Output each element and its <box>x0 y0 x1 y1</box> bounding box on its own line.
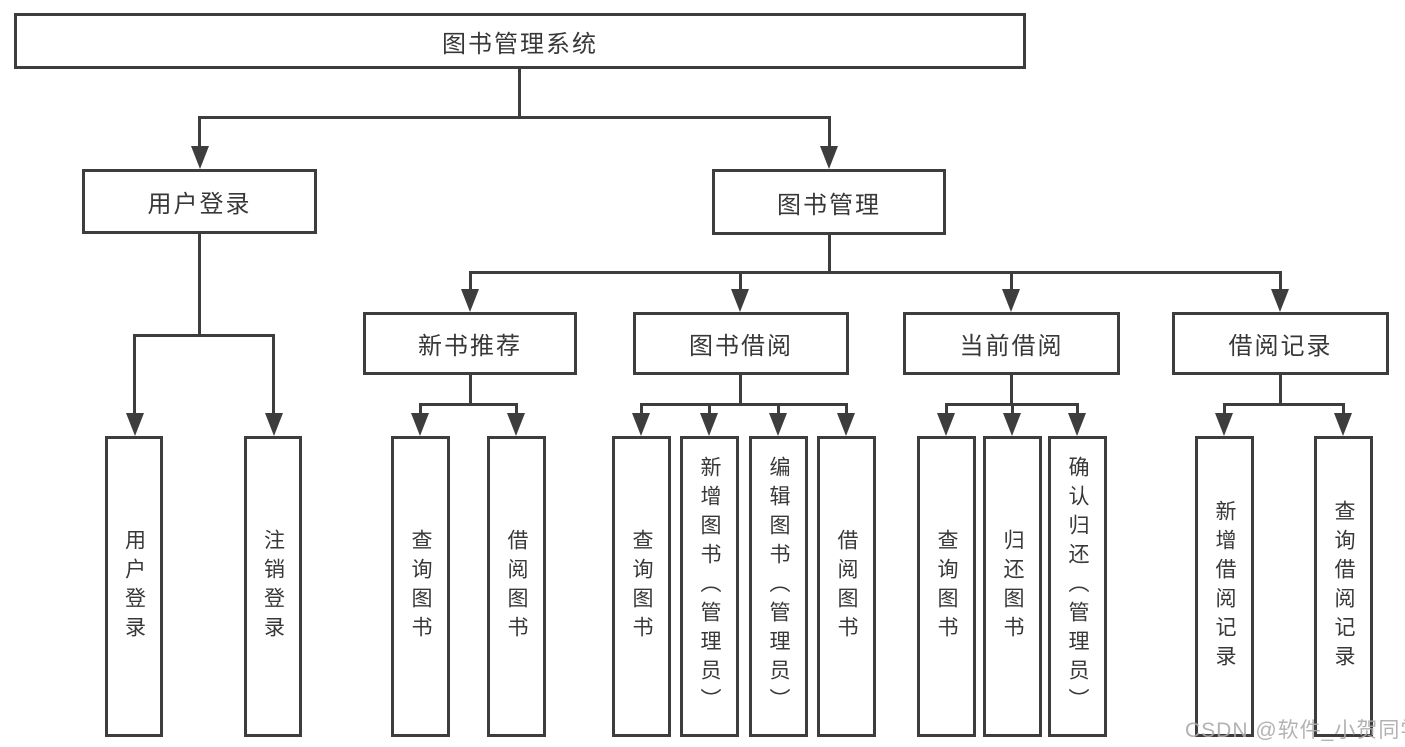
arrow-down-icon <box>700 413 718 436</box>
node-label: 查询图书 <box>409 528 432 645</box>
connector-line <box>1011 403 1014 417</box>
node-query-books: 查询图书 <box>612 436 671 737</box>
arrow-down-icon <box>820 146 838 169</box>
node-label: 新增图书（管理员） <box>698 456 721 717</box>
node-borrow-books: 借阅图书 <box>487 436 546 737</box>
connector-line <box>133 334 275 337</box>
node-label: 确认归还（管理员） <box>1066 456 1089 717</box>
node-label: 归还图书 <box>1001 528 1024 645</box>
connector-line <box>1279 375 1282 406</box>
node-user-login: 用户登录 <box>82 169 317 234</box>
node-library-management-system: 图书管理系统 <box>14 13 1026 69</box>
node-user-login-leaf: 用户登录 <box>105 436 163 737</box>
connector-line <box>1076 403 1079 417</box>
connector-line <box>845 403 848 417</box>
connector-line <box>198 234 201 336</box>
node-query-books: 查询图书 <box>391 436 450 737</box>
node-book-management: 图书管理 <box>712 169 946 235</box>
connector-line <box>515 403 518 417</box>
node-label: 用户登录 <box>122 528 146 645</box>
node-label: 查询借阅记录 <box>1332 499 1355 674</box>
node-label: 图书借阅 <box>689 333 793 360</box>
arrow-down-icon <box>1068 413 1086 436</box>
connector-line <box>133 334 136 418</box>
connector-line <box>272 334 275 418</box>
arrow-down-icon <box>1271 289 1289 312</box>
connector-line <box>518 69 521 118</box>
node-logout: 注销登录 <box>244 436 302 737</box>
node-edit-books-admin: 编辑图书（管理员） <box>749 436 808 737</box>
node-label: 新增借阅记录 <box>1213 499 1236 674</box>
node-label: 借阅图书 <box>835 528 858 645</box>
connector-line <box>1010 271 1013 295</box>
node-label: 查询图书 <box>935 528 958 645</box>
arrow-down-icon <box>1215 413 1233 436</box>
connector-line <box>469 271 472 295</box>
node-query-borrow-record: 查询借阅记录 <box>1314 436 1373 737</box>
node-book-borrowing: 图书借阅 <box>633 312 849 375</box>
node-borrowing-records: 借阅记录 <box>1172 312 1389 375</box>
connector-line <box>469 375 472 406</box>
connector-line <box>198 116 201 150</box>
connector-line <box>469 271 1282 274</box>
connector-line <box>1279 271 1282 295</box>
arrow-down-icon <box>731 289 749 312</box>
node-label: 新书推荐 <box>418 333 522 360</box>
node-current-borrowing: 当前借阅 <box>903 312 1120 375</box>
node-add-books-admin: 新增图书（管理员） <box>680 436 739 737</box>
arrow-down-icon <box>126 413 144 436</box>
node-query-books: 查询图书 <box>917 436 976 737</box>
connector-line <box>828 235 831 273</box>
connector-line <box>419 403 518 406</box>
arrow-down-icon <box>937 413 955 436</box>
arrow-down-icon <box>632 413 650 436</box>
node-label: 编辑图书（管理员） <box>767 456 790 717</box>
connector-line <box>739 271 742 295</box>
connector-line <box>777 403 780 417</box>
connector-line <box>1223 403 1345 406</box>
connector-line <box>945 403 948 417</box>
node-new-book-recommendation: 新书推荐 <box>363 312 577 375</box>
arrow-down-icon <box>1002 289 1020 312</box>
node-return-books: 归还图书 <box>983 436 1042 737</box>
connector-line <box>198 116 831 119</box>
node-label: 图书管理系统 <box>442 30 598 58</box>
connector-line <box>640 403 848 406</box>
node-label: 查询图书 <box>630 528 653 645</box>
connector-line <box>1342 403 1345 417</box>
arrow-down-icon <box>507 413 525 436</box>
node-label: 注销登录 <box>261 528 285 645</box>
arrow-down-icon <box>1003 413 1021 436</box>
arrow-down-icon <box>837 413 855 436</box>
connector-line <box>828 116 831 150</box>
arrow-down-icon <box>191 146 209 169</box>
node-borrow-books: 借阅图书 <box>817 436 876 737</box>
node-label: 借阅图书 <box>505 528 528 645</box>
connector-line <box>419 403 422 417</box>
arrow-down-icon <box>411 413 429 436</box>
connector-line <box>1223 403 1226 417</box>
connector-line <box>1010 375 1013 406</box>
node-label: 图书管理 <box>777 191 881 219</box>
csdn-watermark: CSDN @软件_小贺同学 <box>1185 719 1405 742</box>
arrow-down-icon <box>265 413 283 436</box>
node-confirm-return-admin: 确认归还（管理员） <box>1048 436 1107 737</box>
node-label: 借阅记录 <box>1228 333 1333 360</box>
connector-line <box>708 403 711 417</box>
node-label: 用户登录 <box>147 191 252 218</box>
node-add-borrow-record: 新增借阅记录 <box>1195 436 1254 737</box>
connector-line <box>739 375 742 406</box>
arrow-down-icon <box>1334 413 1352 436</box>
arrow-down-icon <box>461 289 479 312</box>
connector-line <box>640 403 643 417</box>
arrow-down-icon <box>769 413 787 436</box>
node-label: 当前借阅 <box>959 333 1064 360</box>
